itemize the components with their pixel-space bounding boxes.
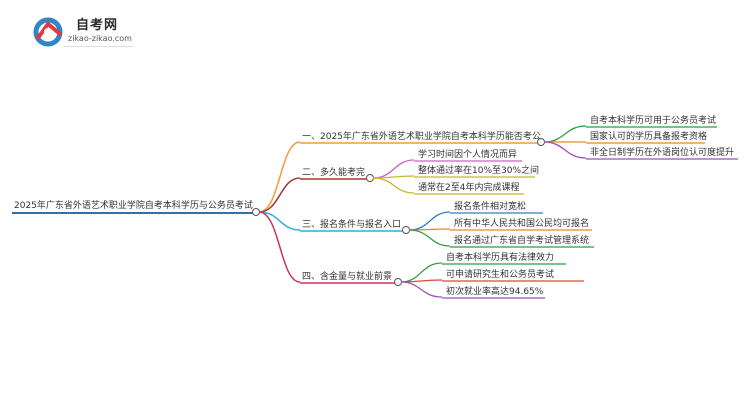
branch-1-connector xyxy=(258,141,301,213)
branch-4: 四、含金量与就业前景 自考本科学历具有法律效力 可申请研究生和公务员考试 初次就… xyxy=(300,251,584,299)
leaf-1-2-label: 国家认可的学历具备报考资格 xyxy=(590,130,707,142)
branch-2: 二、多久能考完 学习时间因个人情况而异 整体通过率在10%至30%之间 通常在2… xyxy=(300,148,539,195)
branch-3-label: 三、报名条件与报名入口 xyxy=(302,218,401,230)
leaf-1-3-connector xyxy=(543,141,587,159)
leaf-4-3-connector xyxy=(400,281,443,298)
root-label: 2025年广东省外语艺术职业学院自考本科学历与公务员考试 xyxy=(14,199,253,211)
brand-title: 自考网 xyxy=(76,18,119,33)
branch-1-label: 一、2025年广东省外语艺术职业学院自考本科学历能否考公 xyxy=(302,130,541,142)
leaf-1-3-label: 非全日制学历在外语岗位认可度提升 xyxy=(590,146,734,158)
leaf-2-1-connector xyxy=(372,159,415,179)
branch-2-junction xyxy=(366,174,374,182)
branch-2-connector xyxy=(258,177,301,213)
leaf-4-2-label: 可申请研究生和公务员考试 xyxy=(446,268,554,280)
branch-4-label: 四、含金量与就业前景 xyxy=(302,270,392,282)
leaf-1-1-label: 自考本科学历可用于公务员考试 xyxy=(590,114,716,126)
leaf-3-2-label: 所有中华人民共和国公民均可报名 xyxy=(454,217,589,229)
branch-1: 一、2025年广东省外语艺术职业学院自考本科学历能否考公 自考本科学历可用于公务… xyxy=(300,114,738,160)
branch-1-junction xyxy=(537,138,545,146)
branch-2-label: 二、多久能考完 xyxy=(302,166,365,178)
leaf-2-1-label: 学习时间因个人情况而异 xyxy=(418,148,517,160)
branch-4-connector xyxy=(258,211,301,283)
leaf-2-3-label: 通常在2至4年内完成课程 xyxy=(418,181,519,193)
leaf-1-1-connector xyxy=(543,125,587,143)
root-junction xyxy=(252,208,260,216)
branch-3-junction xyxy=(402,226,410,234)
brand-divider xyxy=(64,46,134,47)
leaf-2-2-label: 整体通过率在10%至30%之间 xyxy=(418,164,539,176)
leaf-3-3-connector xyxy=(408,229,451,247)
leaf-4-1-label: 自考本科学历具有法律效力 xyxy=(446,251,554,263)
logo-emblem-icon xyxy=(33,17,63,47)
root-node: 2025年广东省外语艺术职业学院自考本科学历与公务员考试 xyxy=(12,199,260,216)
leaf-4-1-connector xyxy=(400,262,443,283)
branch-4-junction xyxy=(394,278,402,286)
brand-url: zikao-zikao.com xyxy=(68,34,132,43)
leaf-3-3-label: 报名通过广东省自学考试管理系统 xyxy=(454,234,589,246)
leaf-2-3-connector xyxy=(372,177,415,194)
leaf-3-1-label: 报名条件相对宽松 xyxy=(454,200,526,212)
branch-3: 三、报名条件与报名入口 报名条件相对宽松 所有中华人民共和国公民均可报名 报名通… xyxy=(300,200,594,248)
leaf-3-1-connector xyxy=(408,211,451,231)
brand-logo xyxy=(32,12,152,52)
leaf-4-3-label: 初次就业率高达94.65% xyxy=(446,285,544,297)
